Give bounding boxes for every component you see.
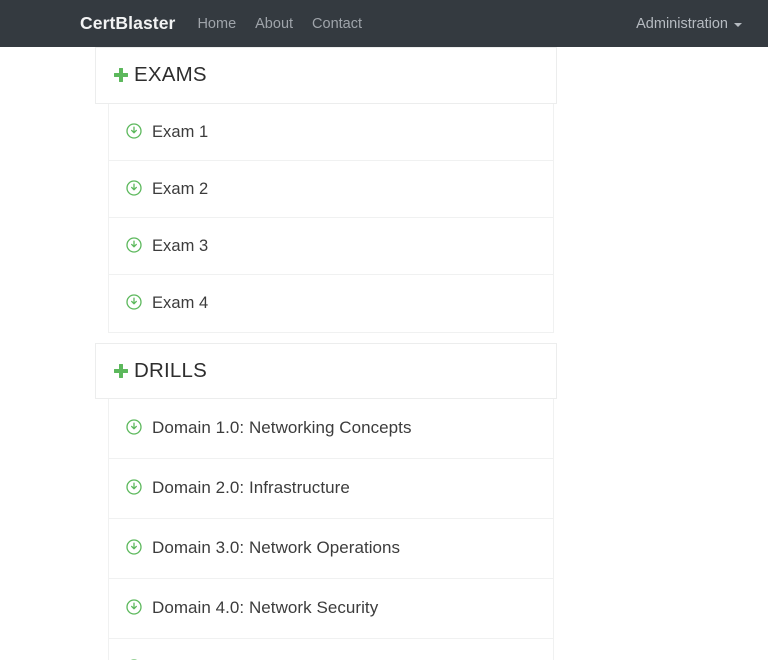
download-circle-icon [126,122,142,139]
download-circle-icon [126,539,142,555]
list-item[interactable]: Exam 2 [109,160,553,218]
administration-menu[interactable]: Administration [636,16,742,32]
nav-link-home[interactable]: Home [197,15,237,32]
list-item[interactable]: Exam 4 [109,275,553,333]
drill-label: Domain 2.0: Infrastructure [152,477,350,497]
section-title-drills: DRILLS [134,358,207,382]
top-navbar: CertBlaster Home About Contact Administr… [0,0,768,47]
exam-list: Exam 1 Exam 2 Exam 3 [108,103,554,333]
drill-label: Domain 5.0: Network Troubleshooting and … [152,656,516,660]
section-header-drills[interactable]: DRILLS [95,342,557,399]
drill-label: Domain 3.0: Network Operations [152,537,401,557]
download-circle-icon [126,180,142,196]
primary-nav: Home About Contact [197,16,362,32]
download-circle-icon [126,237,142,253]
administration-menu-label: Administration [636,15,728,32]
section-gap [0,333,768,343]
list-item[interactable]: Domain 4.0: Network Security [109,578,553,639]
exam-label: Exam 2 [152,179,209,198]
download-circle-icon [126,599,142,615]
exam-label: Exam 1 [152,122,209,141]
section-exams: EXAMS Exam 1 Exam 2 [0,47,768,333]
exam-label: Exam 3 [152,237,209,255]
plus-icon [114,363,128,378]
chevron-down-icon [734,22,742,27]
section-title-exams: EXAMS [134,63,207,86]
drill-list: Domain 1.0: Networking Concepts Domain 2… [108,399,554,660]
download-circle-icon [126,479,142,495]
drill-label: Domain 1.0: Networking Concepts [152,418,412,437]
content-area: EXAMS Exam 1 Exam 2 [0,47,768,660]
download-circle-icon [126,294,142,310]
section-drills: DRILLS Domain 1.0: Networking Concepts D… [0,342,768,660]
plus-icon [114,68,128,83]
list-item[interactable]: Domain 1.0: Networking Concepts [109,399,553,459]
exam-label: Exam 4 [152,294,209,313]
download-circle-icon [126,419,142,435]
list-item[interactable]: Domain 3.0: Network Operations [109,518,553,579]
list-item[interactable]: Domain 5.0: Network Troubleshooting and … [109,638,553,660]
nav-link-contact[interactable]: Contact [312,15,363,32]
brand-logo[interactable]: CertBlaster [80,13,176,33]
nav-link-about[interactable]: About [255,15,294,32]
list-item[interactable]: Exam 3 [109,218,553,276]
section-header-exams[interactable]: EXAMS [95,47,557,104]
list-item[interactable]: Domain 2.0: Infrastructure [109,458,553,519]
list-item[interactable]: Exam 1 [109,103,553,161]
drill-label: Domain 4.0: Network Security [152,597,379,617]
